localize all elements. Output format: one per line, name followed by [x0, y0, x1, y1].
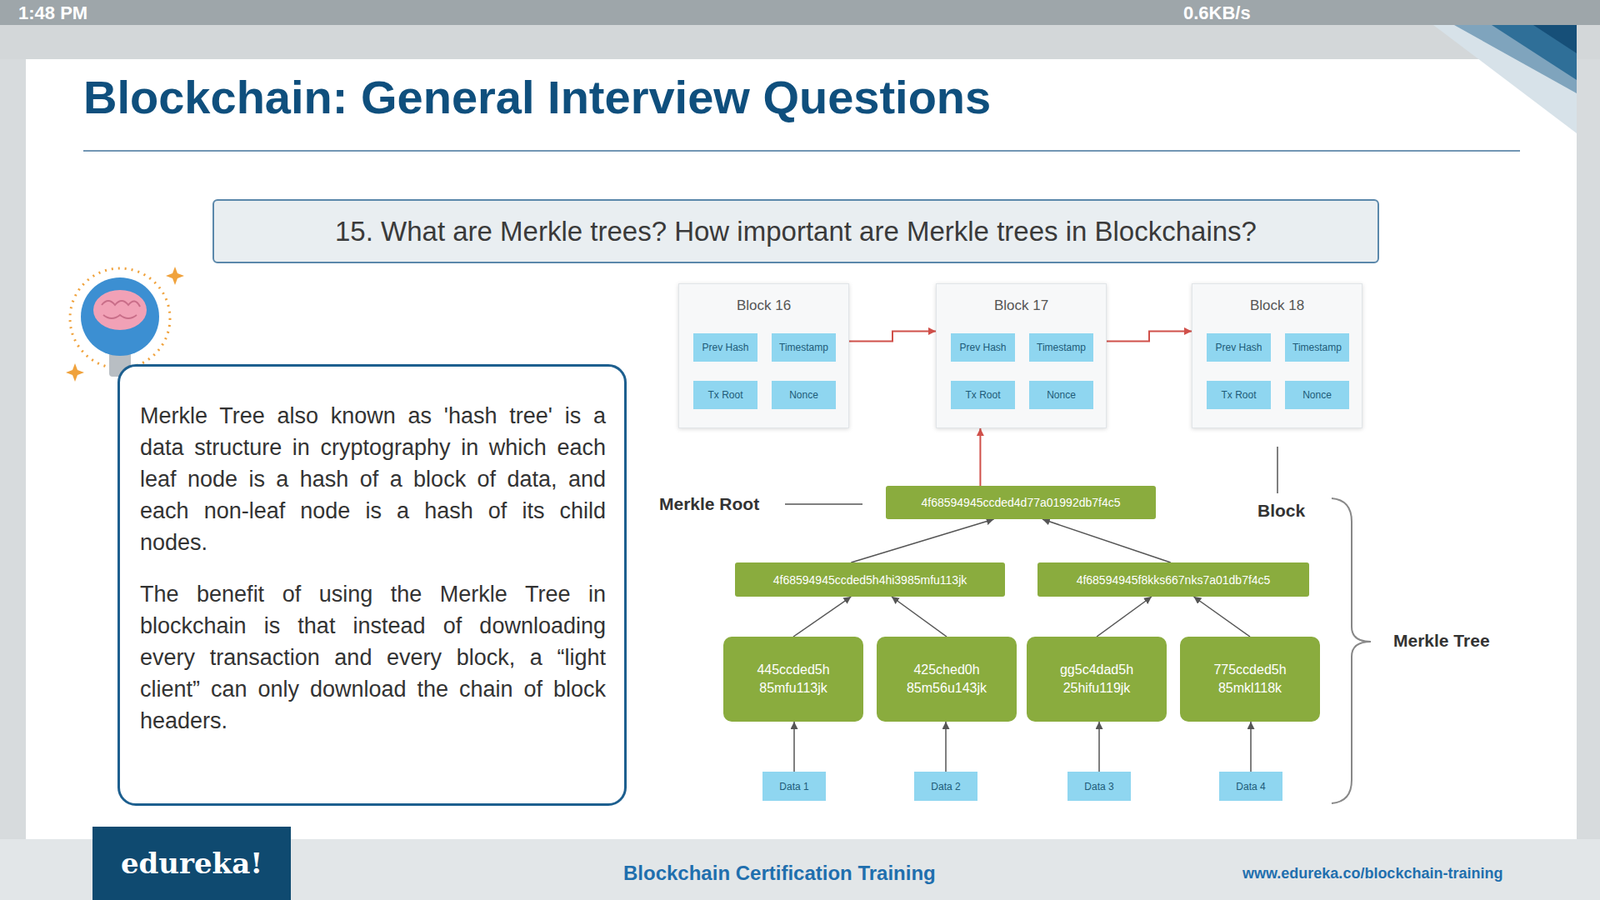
box-text: Tx Root: [707, 389, 743, 401]
data-box: Data 3: [1067, 771, 1131, 801]
leaf-hash-box: gg5c4dad5h 25hifu119jk: [1026, 636, 1167, 722]
bulb-ring: [70, 268, 170, 369]
box-text: Timestamp: [1036, 341, 1086, 354]
status-text: 1:48 PM: [18, 2, 88, 25]
field-box: Prev Hash: [693, 333, 758, 362]
field-box: Prev Hash: [950, 333, 1015, 362]
block-box: Block 17 Prev Hash Timestamp Tx Root Nonce: [935, 283, 1107, 429]
field-box: Timestamp: [1029, 333, 1094, 362]
block-heading: Block 18: [1192, 297, 1362, 315]
leader-line: [785, 503, 863, 505]
connector-arrow: [945, 721, 947, 772]
corner-decoration: [1454, 25, 1577, 94]
connector-arrow: [1096, 596, 1152, 637]
field-box: Nonce: [1285, 380, 1350, 410]
paragraph: Merkle Tree also known as 'hash tree' is…: [140, 400, 606, 559]
box-text: Nonce: [1046, 389, 1076, 401]
box-text: Nonce: [1302, 389, 1332, 401]
connector-arrow: [793, 721, 795, 772]
corner-decoration: [1533, 25, 1577, 54]
box-text: Data 4: [1235, 780, 1265, 793]
connector-arrow: [1042, 519, 1171, 563]
callout-label: Merkle Root: [659, 494, 760, 515]
corner-decoration: [1433, 25, 1577, 134]
box-text: Prev Hash: [1215, 341, 1262, 354]
box-text: Prev Hash: [701, 341, 749, 354]
connector-arrow: [891, 596, 947, 637]
field-box: Timestamp: [771, 333, 836, 362]
slide-title: Blockchain: General Interview Questions: [83, 70, 991, 125]
box-text: Data 3: [1084, 780, 1114, 793]
box-text: Tx Root: [965, 389, 1000, 401]
answer-box: Merkle Tree also known as 'hash tree' is…: [117, 364, 627, 806]
title-underline: [83, 150, 1520, 152]
box-text: 445ccded5h 85mfu113jk: [731, 660, 855, 698]
block-heading: Block 16: [679, 297, 849, 315]
bracket: [1331, 498, 1371, 804]
connector-arrow: [1098, 721, 1100, 772]
leaf-hash-box: 445ccded5h 85mfu113jk: [723, 636, 864, 722]
footer-url: www.edureka.co/blockchain-training: [1242, 865, 1503, 883]
corner-decoration: [1491, 25, 1577, 80]
block-box: Block 16 Prev Hash Timestamp Tx Root Nonce: [678, 283, 850, 429]
field-box: Prev Hash: [1206, 333, 1271, 362]
field-box: Nonce: [771, 380, 836, 410]
field-box: Tx Root: [1206, 380, 1271, 410]
data-box: Data 2: [914, 771, 978, 801]
box-text: Tx Root: [1220, 389, 1256, 401]
box-text: 15. What are Merkle trees? How important…: [335, 215, 1257, 248]
top-band: [0, 25, 1600, 60]
box-text: 4f68594945ccded4d77a01992db7f4c5: [920, 495, 1120, 510]
leader-line: [1276, 446, 1279, 494]
hash-box: 4f68594945f8kks667nks7a01db7f4c5: [1037, 562, 1310, 597]
status-bar: [0, 0, 1600, 25]
paragraph: The benefit of using the Merkle Tree in …: [140, 578, 606, 737]
box-text: Data 2: [930, 780, 960, 793]
connector-arrow: [850, 519, 994, 563]
connector-arrow: [1106, 330, 1192, 341]
sparkle: [65, 363, 85, 382]
connector-arrow: [849, 330, 936, 341]
box-text: Nonce: [789, 389, 819, 401]
leaf-hash-box: 775ccded5h 85mkl118k: [1180, 636, 1320, 722]
field-box: Tx Root: [693, 380, 758, 410]
status-text: 0.6KB/s: [1183, 2, 1251, 25]
box-text: Data 1: [779, 780, 809, 793]
data-box: Data 1: [762, 771, 826, 801]
box-text: Timestamp: [779, 341, 829, 354]
block-heading: Block 17: [936, 297, 1106, 315]
brain-icon: [93, 290, 147, 330]
logo-box: edureka!: [92, 826, 291, 900]
connector-arrow: [1250, 721, 1252, 772]
connector-arrow: [1193, 596, 1250, 637]
box-text: gg5c4dad5h 25hifu119jk: [1035, 660, 1159, 698]
connector-arrow: [979, 428, 981, 486]
box-text: Prev Hash: [959, 341, 1006, 354]
leaf-hash-box: 425ched0h 85m56u143jk: [876, 636, 1017, 722]
field-box: Timestamp: [1285, 333, 1350, 362]
block-box: Block 18 Prev Hash Timestamp Tx Root Nonce: [1191, 283, 1363, 429]
box-text: 4f68594945ccded5h4hi3985mfu113jk: [773, 573, 968, 587]
brain-folds: [101, 300, 140, 319]
hash-box: 4f68594945ccded4d77a01992db7f4c5: [885, 485, 1156, 520]
field-box: Nonce: [1029, 380, 1094, 410]
field-box: Tx Root: [950, 380, 1015, 410]
hash-box: 4f68594945ccded5h4hi3985mfu113jk: [735, 562, 1005, 597]
box-text: 4f68594945f8kks667nks7a01db7f4c5: [1076, 573, 1271, 587]
box-text: 425ched0h 85m56u143jk: [885, 660, 1009, 698]
connector-arrow: [793, 596, 851, 637]
data-box: Data 4: [1219, 771, 1283, 801]
callout-label: Merkle Tree: [1393, 630, 1490, 651]
footer-text: Blockchain Certification Training: [623, 861, 936, 885]
box-text: 775ccded5h 85mkl118k: [1188, 660, 1312, 698]
slide-area: [25, 59, 1577, 840]
sparkle: [165, 266, 185, 285]
callout-label: Block: [1257, 500, 1305, 521]
box-text: edureka!: [120, 846, 263, 880]
question-box: 15. What are Merkle trees? How important…: [212, 199, 1380, 264]
box-text: Timestamp: [1292, 341, 1342, 354]
bulb-glass: [80, 277, 160, 356]
